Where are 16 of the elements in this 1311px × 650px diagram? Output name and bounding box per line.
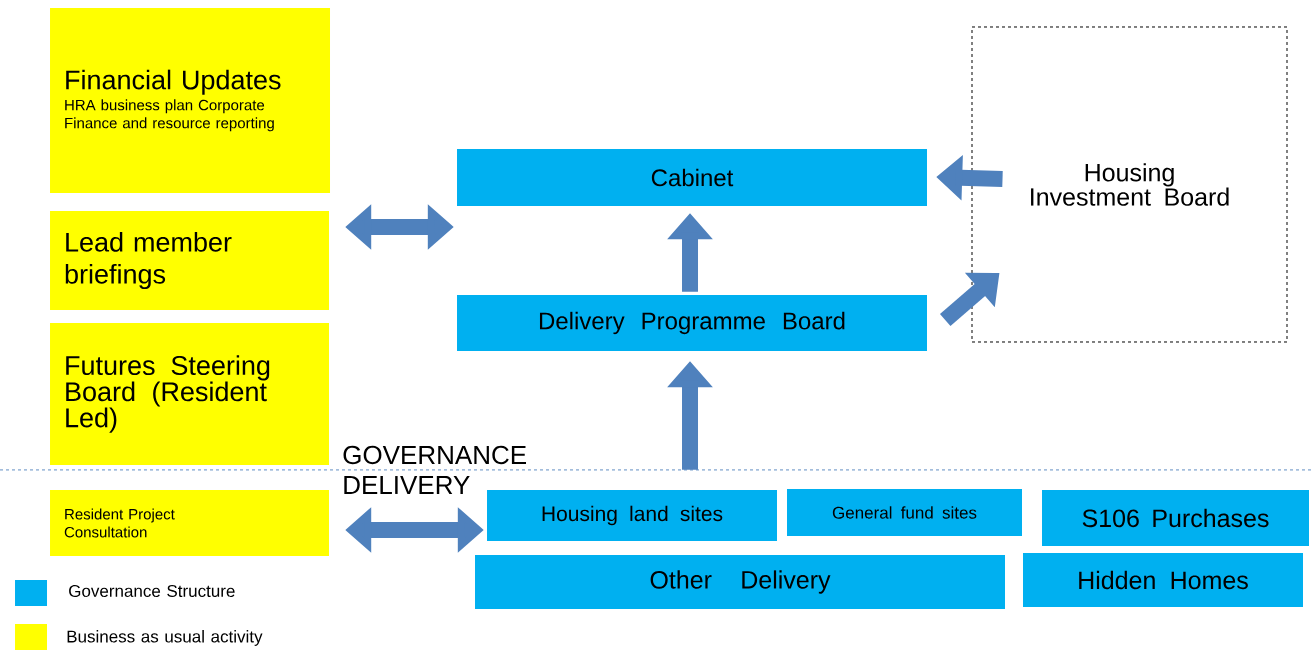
legend-text: Governance Structure [69, 584, 235, 597]
governance-box: S106 Purchases [1042, 490, 1309, 546]
governance-box: General fund sites [787, 489, 1022, 536]
governance-box: Housing land sites [487, 490, 777, 541]
governance-box: Cabinet [457, 149, 927, 206]
section-label: GOVERNANCE [343, 445, 526, 465]
governance-box: Other Delivery [475, 555, 1005, 609]
activity-box: Financial Updates HRA business plan Corporate Finance and resource reporting [50, 8, 330, 193]
governance-box: Delivery Programme Board [457, 295, 927, 351]
governance-box: Hidden Homes [1023, 553, 1303, 607]
activity-box: Futures Steering Board (Resident Led) [50, 323, 329, 465]
section-label: DELIVERY [344, 476, 470, 494]
activity-box: Lead member briefings [50, 211, 329, 310]
activity-box: Resident Project Consultation [50, 490, 329, 556]
legend-text: Business as usual activity [67, 630, 263, 646]
board-box: Housing Investment Board [971, 26, 1288, 343]
